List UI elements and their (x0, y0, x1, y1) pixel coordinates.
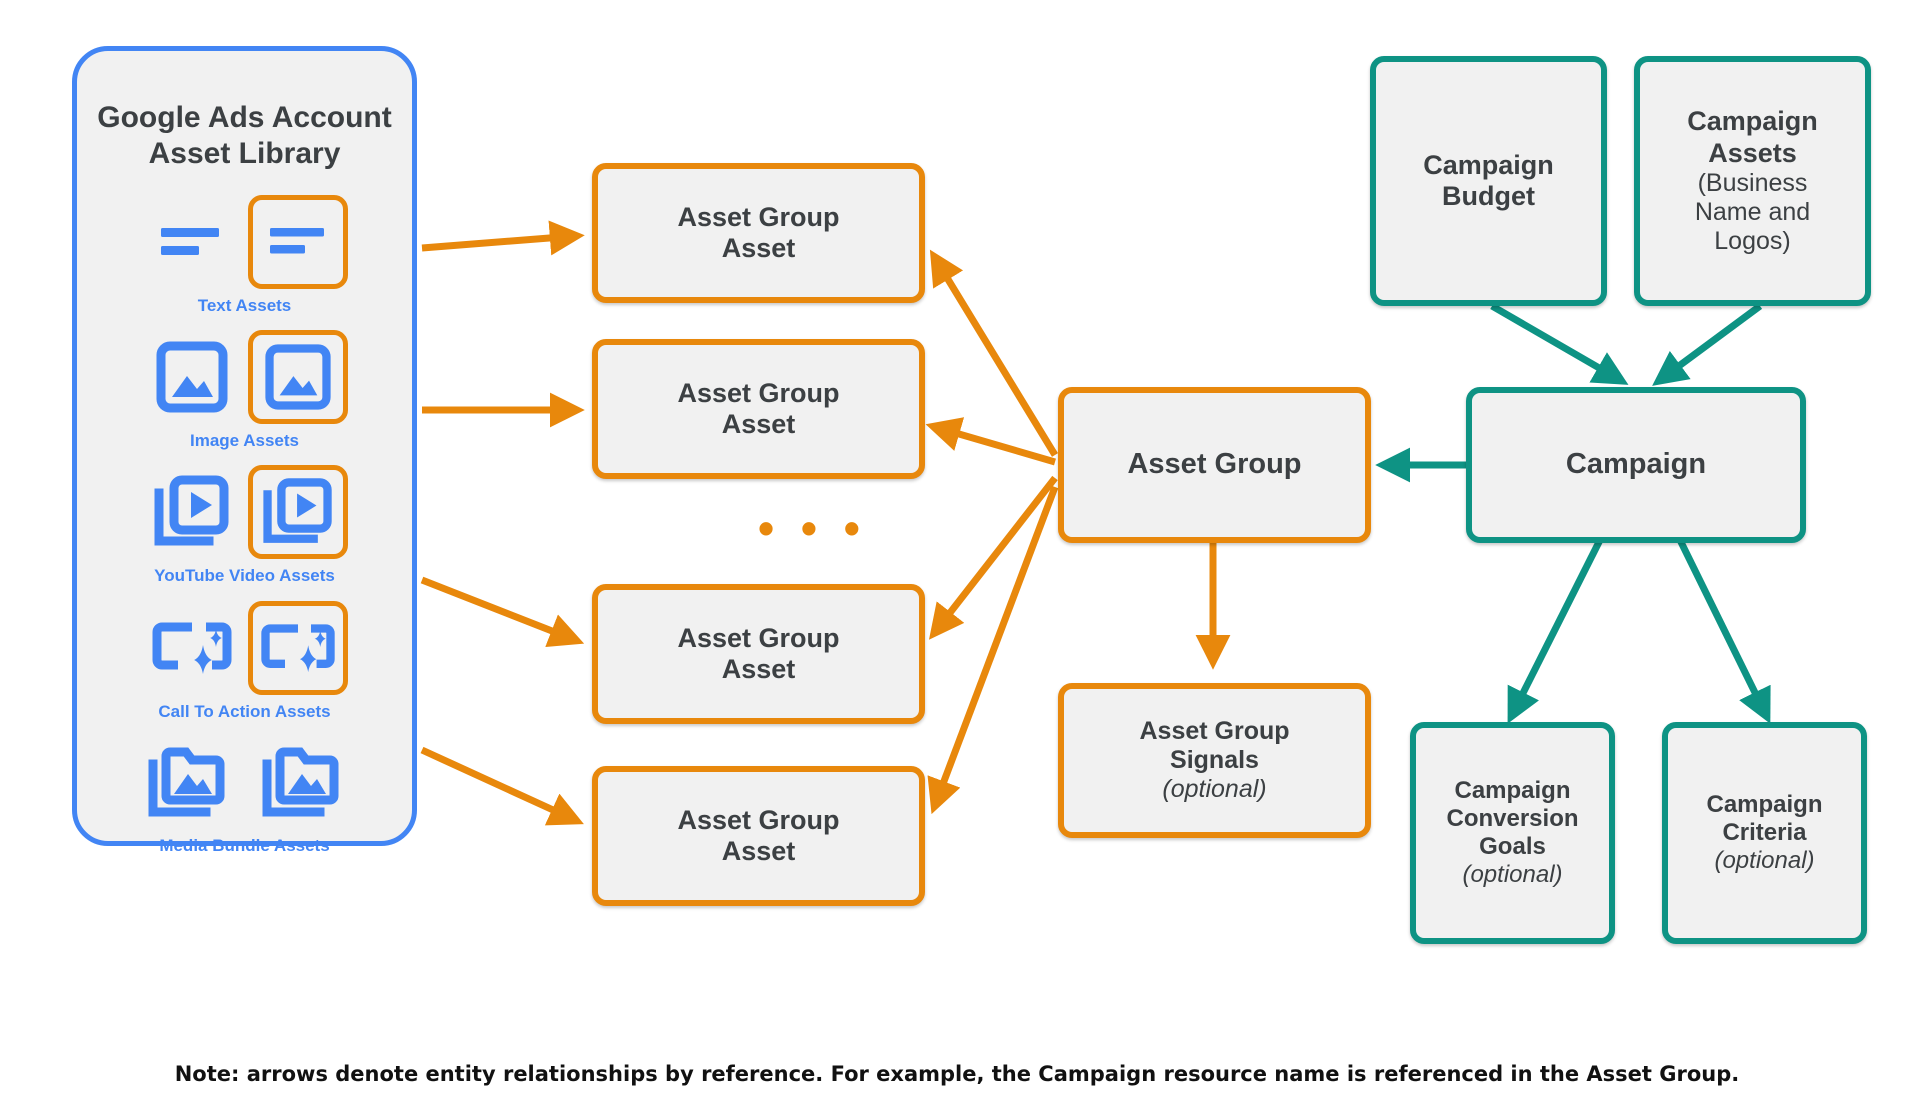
asset-type-cta-icons (72, 596, 417, 700)
campaign-budget-node[interactable]: Campaign Budget (1370, 56, 1607, 306)
asset-group-signals-line1: Asset Group (1139, 717, 1290, 745)
media-bundle-asset-icon-2 (252, 735, 352, 829)
campaign-assets-line1: Campaign (1687, 106, 1818, 137)
library-title-line1: Google Ads Account (97, 101, 392, 134)
campaign-label: Campaign (1565, 448, 1707, 481)
ellipsis-indicator: • • • (758, 502, 867, 554)
campaign-conversion-goals-line3: Goals (1479, 833, 1546, 860)
asset-group-asset-4-line1: Asset Group (677, 804, 840, 835)
edge-text-to-aga1 (421, 220, 585, 256)
asset-group-label: Asset Group (1127, 448, 1302, 481)
asset-group-asset-box-4[interactable]: Asset Group Asset (592, 766, 925, 906)
campaign-budget-line1: Campaign (1423, 149, 1554, 180)
asset-group-asset-box-1[interactable]: Asset Group Asset (592, 163, 925, 303)
campaign-criteria-line1: Campaign (1706, 791, 1823, 819)
campaign-assets-sub1: (Business (1697, 168, 1808, 197)
footer-note: Note: arrows denote entity relationships… (174, 1062, 1740, 1086)
asset-type-media-bundle-icons (72, 730, 417, 834)
asset-group-asset-1-line2: Asset (721, 233, 796, 263)
asset-group-asset-2-line2: Asset (721, 409, 796, 439)
image-asset-icon-selected (247, 330, 348, 424)
call-to-action-asset-icon (142, 601, 242, 695)
asset-group-asset-1-line1: Asset Group (677, 201, 840, 232)
call-to-action-asset-icon-selected (247, 601, 348, 695)
library-title-line2: Asset Library (148, 137, 341, 170)
asset-type-video-label: YouTube Video Assets (154, 566, 335, 585)
campaign-assets-sub3: Logos) (1714, 226, 1791, 255)
asset-group-asset-4-line2: Asset (721, 836, 796, 866)
campaign-conversion-goals-optional: (optional) (1462, 860, 1563, 888)
campaign-criteria-line2: Criteria (1722, 819, 1807, 847)
video-asset-icon (142, 465, 242, 559)
asset-group-asset-3-line2: Asset (721, 654, 796, 684)
campaign-assets-line2: Assets (1708, 137, 1797, 168)
asset-group-asset-3-line1: Asset Group (677, 622, 840, 653)
asset-type-image[interactable]: Image Assets (72, 325, 417, 451)
media-bundle-asset-icon (138, 735, 238, 829)
asset-type-video-icons (72, 460, 417, 564)
asset-type-media-bundle-label: Media Bundle Assets (159, 836, 330, 855)
asset-group-asset-box-2[interactable]: Asset Group Asset (592, 339, 925, 479)
text-asset-icon-selected (247, 195, 348, 289)
video-asset-icon-selected (247, 465, 348, 559)
campaign-conversion-goals-line2: Conversion (1446, 805, 1579, 833)
edge-hub-to-aga3 (928, 475, 1058, 640)
asset-type-video[interactable]: YouTube Video Assets (72, 460, 417, 586)
asset-type-image-label: Image Assets (190, 431, 299, 450)
asset-type-text[interactable]: Text Assets (72, 190, 417, 316)
edge-campaign-to-goals (1507, 538, 1604, 724)
campaign-conversion-goals-line1: Campaign (1454, 777, 1571, 805)
asset-type-image-icons (72, 325, 417, 429)
edge-budget-to-campaign (1490, 302, 1629, 385)
edge-hub-to-aga1 (929, 249, 1058, 457)
asset-type-call-to-action[interactable]: Call To Action Assets (72, 596, 417, 722)
campaign-budget-line2: Budget (1442, 181, 1535, 211)
asset-type-cta-label: Call To Action Assets (158, 702, 331, 721)
asset-type-media-bundle[interactable]: Media Bundle Assets (72, 730, 417, 856)
asset-type-text-label: Text Assets (197, 296, 292, 315)
text-asset-icon (142, 195, 242, 289)
asset-group-signals-node[interactable]: Asset Group Signals (optional) (1058, 683, 1371, 838)
edge-campaign-to-criteria (1676, 538, 1771, 724)
edge-campaignassets-to-campaign (1652, 303, 1763, 386)
asset-type-text-icons (72, 190, 417, 294)
edge-hub-to-aga2 (925, 417, 1056, 466)
campaign-criteria-node[interactable]: Campaign Criteria (optional) (1662, 722, 1867, 944)
campaign-criteria-optional: (optional) (1714, 846, 1815, 874)
campaign-assets-sub2: Name and (1694, 197, 1811, 226)
campaign-node[interactable]: Campaign (1466, 387, 1806, 543)
asset-group-asset-2-line1: Asset Group (677, 377, 840, 408)
edge-hub-to-aga4 (927, 485, 1059, 815)
image-asset-icon (142, 330, 242, 424)
library-title: Google Ads Account Asset Library (72, 100, 417, 172)
asset-group-signals-optional: (optional) (1162, 775, 1267, 803)
campaign-conversion-goals-node[interactable]: Campaign Conversion Goals (optional) (1410, 722, 1615, 944)
asset-library-panel (72, 46, 417, 846)
asset-group-asset-box-3[interactable]: Asset Group Asset (592, 584, 925, 724)
edge-video-to-aga3 (420, 576, 585, 648)
edge-cta-to-aga4 (420, 746, 584, 826)
campaign-assets-node[interactable]: Campaign Assets (Business Name and Logos… (1634, 56, 1871, 306)
asset-group-node[interactable]: Asset Group (1058, 387, 1371, 543)
asset-group-signals-line2: Signals (1170, 746, 1259, 774)
